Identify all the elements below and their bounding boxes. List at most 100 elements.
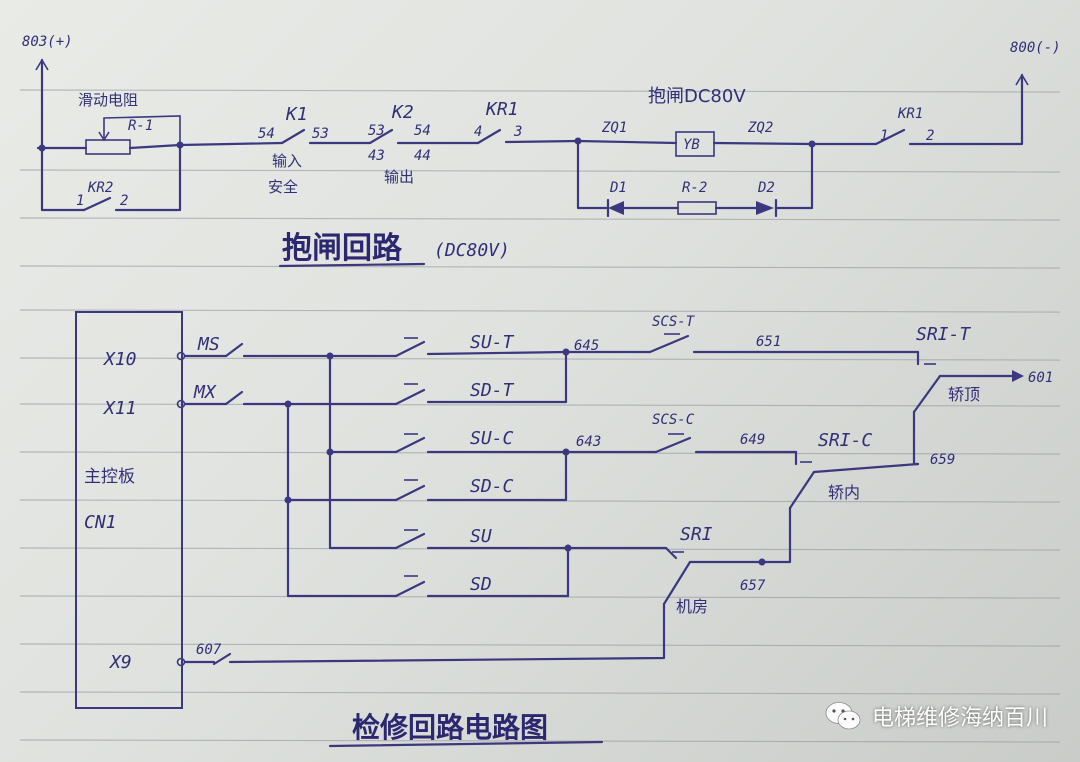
inspection-circuit: X10 X11 X9 主控板 CN1 MS MX SU-T SD-T — [75, 311, 1053, 748]
scs-t-contact — [648, 334, 690, 354]
k2-label: K2 — [391, 102, 414, 123]
kr2-label: KR2 — [87, 180, 113, 196]
neg-arrow-icon — [1015, 73, 1029, 86]
k1-label: K1 — [285, 104, 308, 125]
coil-wire — [712, 141, 814, 146]
main-wire — [178, 141, 284, 147]
k1-note-input: 输入 — [272, 152, 302, 170]
x10-label: X10 — [102, 349, 137, 370]
scs-t-label: SCS-T — [652, 314, 696, 330]
x11-label: X11 — [102, 398, 137, 419]
k2-pin4: 44 — [414, 148, 431, 164]
w645-label: 645 — [574, 338, 599, 354]
kr2-return-wire — [114, 143, 182, 212]
r1-wiper-wire — [103, 115, 181, 145]
suppress-wire — [576, 139, 610, 210]
car-inside-label: 轿内 — [828, 483, 860, 502]
d2-label: D2 — [757, 180, 775, 196]
w601-label: 601 — [1028, 370, 1053, 386]
d1-label: D1 — [609, 180, 627, 196]
title-underline — [278, 262, 426, 268]
k1-pin2: 53 — [312, 126, 329, 142]
sd-button — [394, 580, 426, 598]
sri-wire — [664, 546, 678, 560]
kr1-contact — [476, 128, 502, 145]
su-t-label: SU-T — [470, 332, 515, 353]
sd-c-button — [394, 484, 426, 502]
watermark: 电梯维修海纳百川 — [824, 700, 1048, 732]
sri-t-contact — [912, 374, 942, 414]
w659-label: 659 — [930, 452, 955, 468]
title-underline — [328, 740, 604, 748]
su-c-button — [394, 436, 426, 454]
pos-arrow-icon — [35, 58, 49, 71]
main-wire — [504, 139, 580, 144]
sri-c-contact — [788, 470, 816, 510]
kr1-pin2: 3 — [513, 124, 522, 140]
sd-c-wire — [426, 450, 568, 502]
r2-resistor — [677, 201, 717, 215]
kr2-pin1: 1 — [76, 193, 84, 209]
su-t-wire — [426, 350, 568, 356]
w607-label: 607 — [196, 642, 222, 658]
su-t-button — [394, 340, 426, 358]
scs-c-label: SCS-C — [652, 412, 695, 428]
x9-label: X9 — [108, 652, 132, 673]
w657-label: 657 — [740, 578, 766, 594]
sri-t-label: SRI-T — [916, 324, 971, 345]
k2-note-output: 输出 — [384, 168, 414, 186]
k2-pin1: 53 — [368, 123, 385, 139]
main-board-box — [75, 311, 183, 709]
junction-dot — [564, 544, 572, 552]
sd-t-label: SD-T — [470, 380, 515, 401]
ms-contact — [224, 342, 244, 358]
brake-title-note: (DC80V) — [434, 240, 510, 261]
k2-contact — [368, 128, 394, 145]
kr1b-pin2: 2 — [926, 128, 934, 144]
kr1b-contact — [874, 128, 906, 146]
coil-wire — [576, 139, 678, 145]
d2-diode — [756, 201, 774, 215]
k2-pin2: 54 — [414, 123, 431, 139]
machine-room-label: 机房 — [676, 597, 708, 616]
wiper-arrow-icon — [98, 131, 110, 142]
k1-contact — [280, 128, 306, 145]
kr2-pin2: 2 — [120, 193, 128, 209]
k1-note-safety: 安全 — [268, 178, 298, 196]
su-label: SU — [470, 526, 492, 547]
brake-label: 抱闸DC80V — [648, 86, 746, 107]
w659-wire — [812, 462, 920, 474]
inspection-title: 检修回路电路图 — [352, 711, 548, 744]
r1-out-wire — [128, 143, 182, 150]
x9-contact — [212, 652, 232, 666]
kr1-label: KR1 — [485, 99, 519, 120]
sd-t-button — [394, 388, 426, 406]
resistor-label: 滑动电阻 — [78, 91, 138, 109]
watermark-text: 电梯维修海纳百川 — [871, 706, 1048, 731]
w651-label: 651 — [756, 334, 781, 350]
sd-label: SD — [470, 574, 492, 595]
su-button — [394, 532, 426, 550]
scs-c-contact — [654, 436, 692, 454]
page-rules — [19, 89, 1061, 743]
kr1b-label: KR1 — [897, 106, 923, 122]
kr1b-pin1: 1 — [880, 128, 888, 144]
sd-wire — [426, 546, 570, 598]
r1-label: R-1 — [128, 118, 153, 134]
zq2-label: ZQ2 — [747, 120, 773, 136]
suppress-wire — [774, 142, 814, 210]
sri-label: SRI — [680, 524, 713, 545]
brake-title: 抱闸回路 — [282, 231, 403, 266]
zq1-label: ZQ1 — [601, 120, 627, 136]
w659-riser-wire — [912, 410, 920, 466]
wechat-icon — [825, 702, 861, 730]
car-top-label: 轿顶 — [948, 385, 980, 404]
pos-feed-wire — [36, 58, 44, 150]
board-connector-label: CN1 — [84, 512, 117, 533]
k2-pin3: 43 — [368, 148, 385, 164]
kr2-lead-wire — [40, 146, 86, 212]
mx-contact — [224, 390, 244, 406]
sri-c-label: SRI-C — [818, 430, 872, 451]
